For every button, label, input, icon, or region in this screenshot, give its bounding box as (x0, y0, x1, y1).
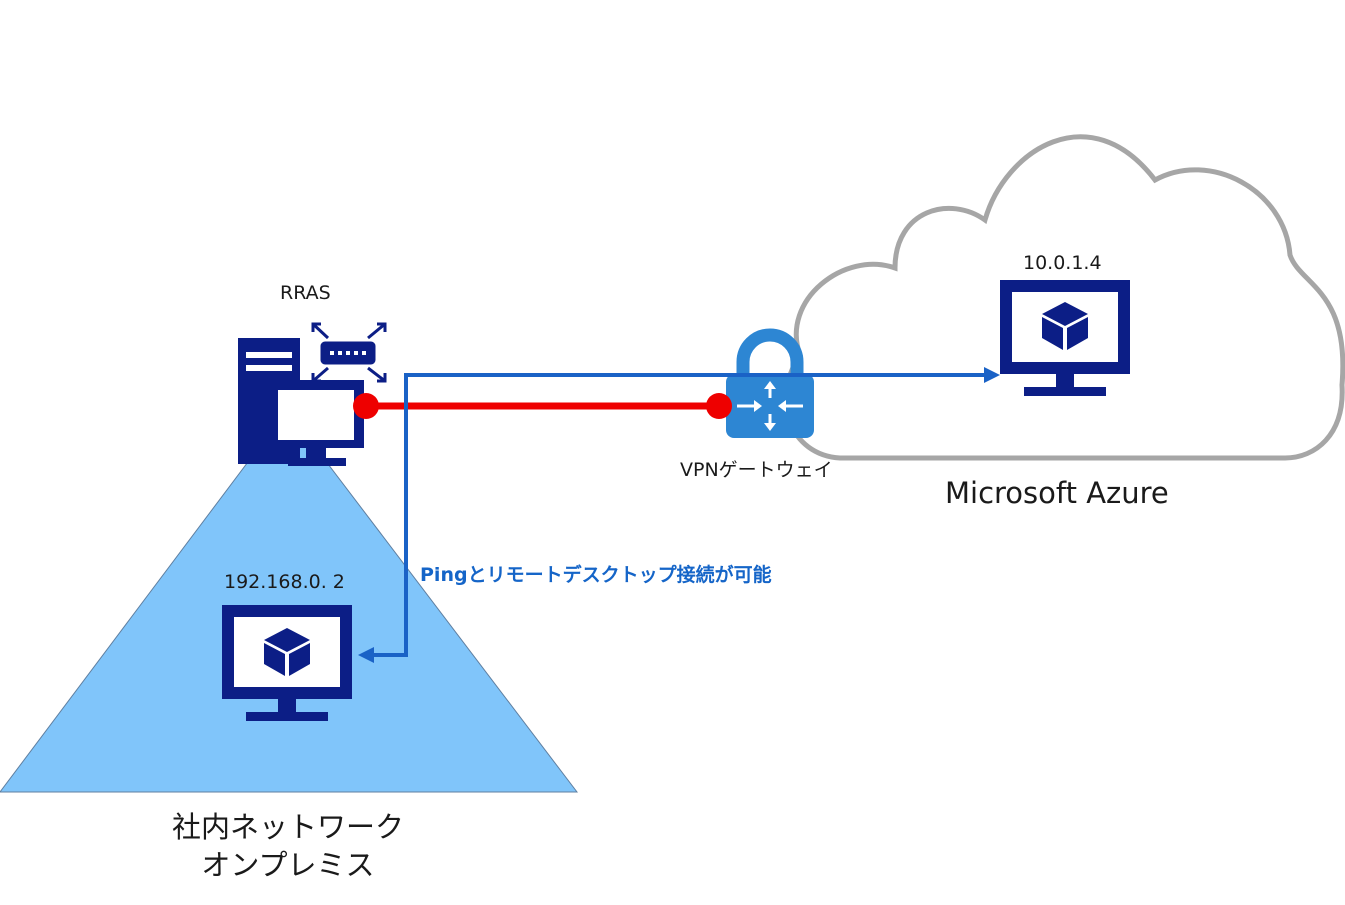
connectivity-path (358, 367, 1000, 663)
vpn-gateway-label: VPNゲートウェイ (680, 459, 833, 481)
arrow-to-onprem-vm (358, 647, 374, 663)
onprem-label-line2: オンプレミス (201, 848, 375, 882)
vpn-tunnel (353, 393, 732, 419)
vpn-gateway (726, 328, 814, 438)
onprem-vm (222, 605, 352, 721)
azure-ip-label: 10.0.1.4 (1023, 252, 1102, 274)
lock-icon (726, 328, 814, 438)
onprem-ip-label: 192.168.0. 2 (224, 571, 345, 593)
cube-icon (1042, 302, 1088, 350)
monitor-icon (268, 380, 364, 466)
onprem-network-triangle (0, 409, 579, 793)
gateway-icon (737, 381, 803, 431)
azure-vm (1000, 280, 1130, 396)
rras-label: RRAS (280, 282, 331, 304)
arrow-to-azure-vm (984, 367, 1000, 383)
connectivity-note: Pingとリモートデスクトップ接続が可能 (420, 564, 772, 586)
onprem-label-line1: 社内ネットワーク (171, 810, 404, 844)
cube-icon (264, 628, 310, 676)
azure-label: Microsoft Azure (945, 476, 1169, 510)
router-icon (311, 322, 387, 383)
monitor-icon (1000, 280, 1130, 396)
